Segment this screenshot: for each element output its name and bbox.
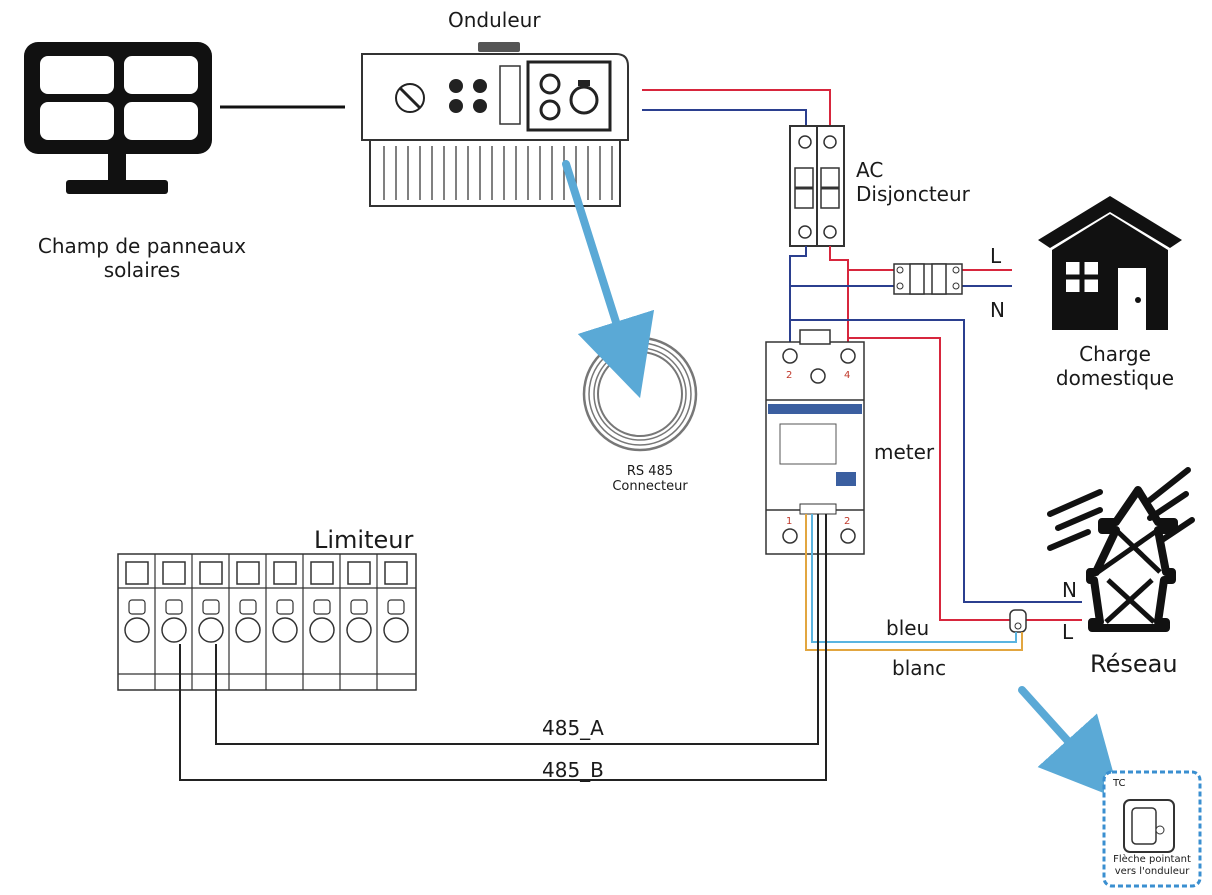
solar-array-label-line-1: Champ de panneaux: [37, 234, 247, 258]
meter-terminal-bottom-right: 2: [844, 516, 851, 527]
transmission-tower-icon: [1047, 467, 1195, 632]
inverter-label: Onduleur: [448, 8, 541, 32]
wire-white-label: blanc: [892, 656, 947, 680]
inverter-ac-neutral: [642, 109, 807, 128]
meter-label: meter: [874, 440, 935, 464]
wire-blue-label: bleu: [886, 616, 930, 640]
load-terminal-block: [893, 263, 963, 295]
ac-breaker-icon: [789, 125, 845, 247]
ac-breaker-label-line-2: Disjoncteur: [856, 182, 970, 206]
meter-terminal-top-left: 2: [786, 370, 793, 381]
solar-panel-icon: [24, 42, 212, 194]
load-neutral-label: N: [990, 298, 1005, 322]
home-load-label-line-1: Charge: [1079, 342, 1151, 366]
bus-485-b-label: 485_B: [542, 758, 604, 782]
load-line-label: L: [990, 244, 1002, 268]
rs485-connector-label-line-1: RS 485: [626, 464, 674, 479]
solar-array-label: Champ de panneaux solaires: [22, 234, 262, 282]
rs485-connector-label-line-2: Connecteur: [612, 479, 688, 494]
grid-label: Réseau: [1090, 650, 1178, 678]
ct-clamp-small-icon: [1009, 609, 1027, 633]
smart-meter-icon: [765, 329, 865, 555]
meter-to-grid-line: [848, 337, 1012, 621]
bus-485-b-wire: [179, 514, 827, 781]
ct-wire-white: [805, 514, 1023, 651]
ct-tag-label: TC: [1113, 778, 1126, 789]
limiter-label: Limiteur: [314, 526, 414, 554]
ac-breaker-label-line-1: AC: [856, 158, 884, 182]
ct-callout-arrow: [1018, 686, 1121, 800]
inverter-icon: [361, 42, 629, 207]
breaker-to-meter-line: [829, 246, 849, 348]
ct-callout-box: [1102, 770, 1202, 888]
ac-breaker-label: AC Disjoncteur: [856, 158, 970, 206]
bus-485-a-label: 485_A: [542, 716, 604, 740]
breaker-to-meter-neutral: [789, 246, 807, 348]
bus-485-a-wire: [215, 514, 819, 745]
home-load-label: Charge domestique: [1030, 342, 1200, 390]
rs485-cable-coil-icon: [582, 336, 698, 452]
rs485-connector-label: RS 485 Connecteur: [590, 464, 710, 494]
ct-caption-label: Flèche pointant vers l'onduleur: [1106, 854, 1198, 878]
inverter-callout-arrow: [562, 160, 655, 399]
grid-neutral-label: N: [1062, 578, 1077, 602]
meter-terminal-top-right: 4: [844, 370, 851, 381]
limiter-terminal-block-icon: [117, 553, 417, 691]
ct-caption-line-2: vers l'onduleur: [1114, 866, 1190, 877]
solar-array-label-line-2: solaires: [103, 258, 181, 282]
ct-wire-blue: [811, 514, 1017, 643]
heatsink-fins: [383, 146, 613, 200]
grid-line-label: L: [1062, 620, 1074, 644]
meter-to-grid-neutral: [789, 319, 1082, 603]
meter-terminal-bottom-left: 1: [786, 516, 793, 527]
home-load-label-line-2: domestique: [1055, 366, 1175, 390]
ct-caption-line-1: Flèche pointant: [1113, 854, 1191, 865]
house-icon: [1038, 196, 1182, 330]
inverter-ac-line: [642, 89, 831, 128]
